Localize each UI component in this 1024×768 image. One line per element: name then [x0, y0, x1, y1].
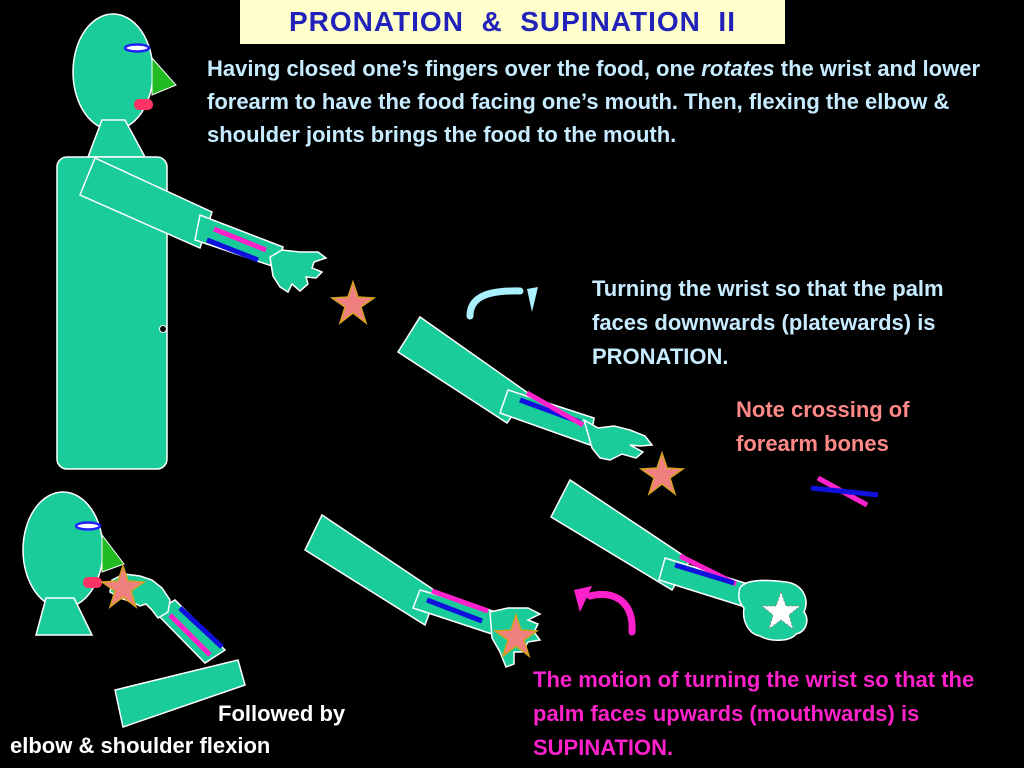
figure-nose — [151, 56, 177, 96]
food-star — [492, 612, 540, 659]
figure-upper-arm — [114, 659, 246, 728]
forearm-bone-ulna — [525, 390, 585, 428]
flexion-caption: elbow & shoulder flexion — [10, 733, 271, 758]
title-banner: PRONATION & SUPINATION II — [240, 0, 785, 44]
figure-head — [22, 491, 104, 609]
arm-supination — [550, 478, 808, 641]
arm-middle-bottom — [304, 513, 542, 668]
food-star — [99, 563, 147, 610]
figure-eye — [123, 43, 151, 53]
figure-head — [72, 13, 154, 131]
figure-upper-arm — [79, 156, 213, 250]
figure-nose — [101, 533, 125, 573]
standing-figure — [56, 13, 328, 470]
forearm-bone-radius — [168, 613, 212, 657]
forearm-bone-ulna — [178, 606, 224, 649]
figure-neck — [35, 597, 94, 636]
intro-paragraph: Having closed one’s fingers over the foo… — [207, 52, 1017, 151]
figure-eye — [74, 521, 102, 531]
forearm-bone-radius — [213, 226, 267, 253]
food-star-white — [760, 590, 802, 631]
figure-button — [159, 325, 167, 333]
food-star — [329, 279, 377, 326]
intro-emphasis: rotates — [701, 56, 775, 81]
figure-mouth — [134, 99, 153, 110]
crossing-bones-icon — [810, 475, 879, 508]
supination-caption: The motion of turning the wrist so that … — [533, 667, 975, 760]
rotation-arrow-pronation — [466, 287, 538, 320]
pronation-caption: Turning the wrist so that the palm faces… — [592, 276, 944, 369]
figure-hand — [269, 249, 328, 294]
rotation-arrow-supination — [574, 586, 636, 636]
forearm-bone-radius — [431, 588, 489, 614]
intro-text-end: the wrist and lower forearm to have the … — [207, 56, 981, 147]
figure-mouth — [83, 577, 102, 588]
arm-pronation — [396, 315, 654, 461]
figure-torso — [56, 156, 168, 470]
intro-text-start: Having closed one’s fingers over the foo… — [207, 56, 702, 81]
food-star — [638, 450, 686, 497]
eating-figure — [22, 491, 246, 728]
followed-by-caption: Followed by — [218, 701, 346, 726]
page-title: PRONATION & SUPINATION II — [289, 6, 736, 37]
arm-hand — [582, 418, 654, 461]
arm-forearm-lower — [499, 389, 595, 447]
forearm-bone-ulna — [426, 597, 483, 624]
note-caption: Note crossing of forearm bones — [736, 397, 910, 456]
forearm-bone-ulna — [206, 237, 259, 263]
forearm-bone-ulna — [674, 562, 735, 586]
